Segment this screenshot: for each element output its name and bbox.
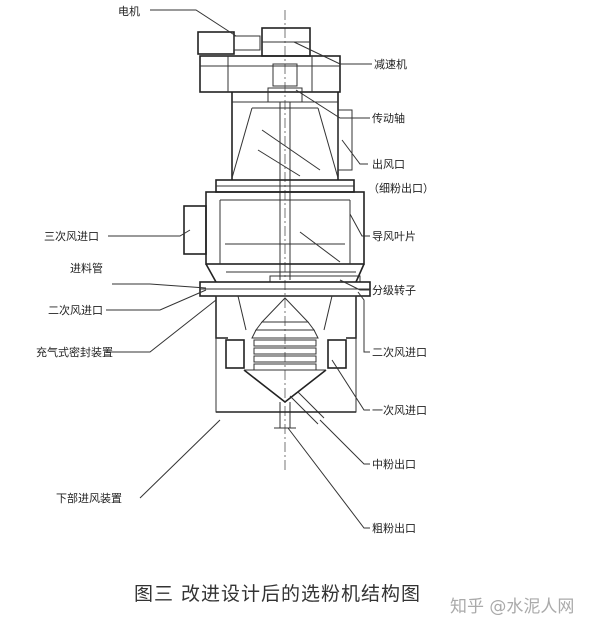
label-medium-powder-outlet: 中粉出口 [372,457,416,471]
callout-labels: 电机 减速机 传动轴 出风口 （细粉出口） 三次风进口 导风叶片 进料管 分级转… [36,4,434,535]
watermark: 知乎 @水泥人网 [450,597,574,617]
air-outlet-duct [337,109,353,171]
label-coarse-powder-outlet: 粗粉出口 [372,521,416,535]
figure-caption: 图三 改进设计后的选粉机结构图 [134,583,421,605]
label-primary-air-inlet: 一次风进口 [372,403,427,417]
secondary-air-inlet-left-box [225,339,245,369]
label-reducer: 减速机 [374,57,407,71]
drive-shaft-housing [272,63,298,87]
support-frame [199,55,341,93]
label-guide-vane: 导风叶片 [372,230,416,243]
coupling-shape [233,35,261,51]
classifying-rotor-bar [269,275,361,283]
label-secondary-air-inlet-right: 二次风进口 [372,345,427,359]
label-secondary-air-inlet-left: 二次风进口 [48,303,103,317]
leader-lines [106,9,372,529]
label-air-outlet: 出风口 [372,157,405,171]
secondary-air-inlet-right-box [327,339,347,369]
tertiary-air-inlet-box [183,205,207,255]
machine-body [183,10,371,472]
label-motor: 电机 [118,4,140,18]
label-inflatable-seal: 充气式密封装置 [36,345,113,359]
label-tertiary-air-inlet: 三次风进口 [44,229,99,243]
label-feed-pipe: 进料管 [70,261,103,275]
label-drive-shaft: 传动轴 [372,111,405,125]
label-lower-air-intake-device: 下部进风装置 [56,491,122,505]
label-classifying-rotor: 分级转子 [372,283,416,297]
motor-shape [197,31,235,55]
label-fine-powder-outlet: （细粉出口） [368,181,434,195]
stacked-cone [251,297,319,371]
